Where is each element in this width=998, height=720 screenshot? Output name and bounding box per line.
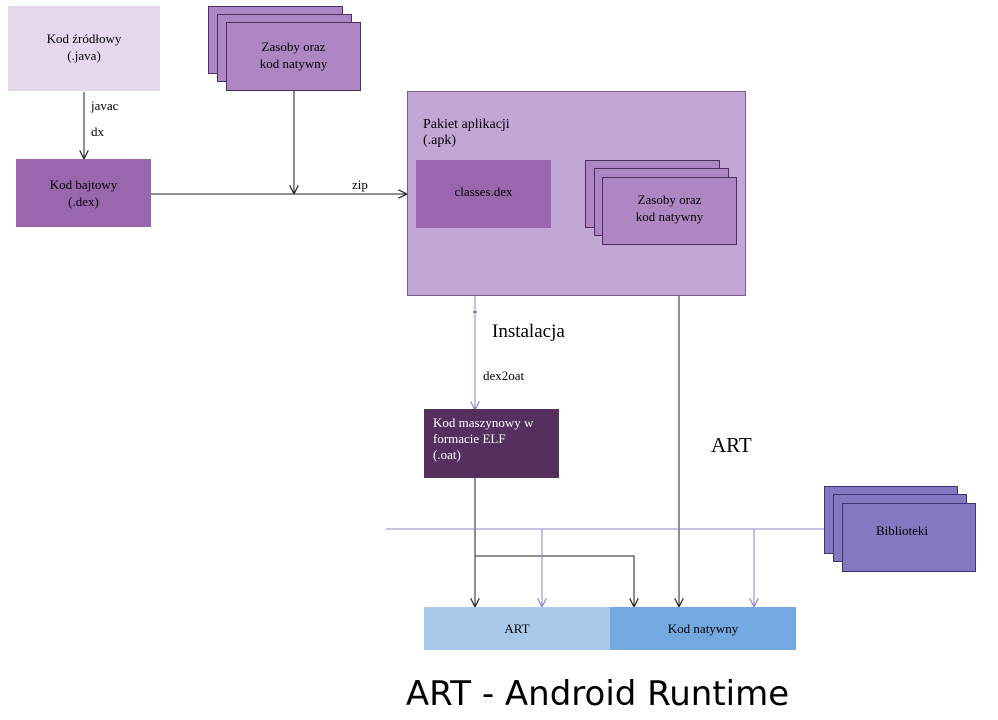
art-runtime-label: ART xyxy=(504,621,530,636)
resources-pkg-node xyxy=(602,177,737,245)
libraries-label: Biblioteki xyxy=(876,523,928,538)
edge-label-javac: javac xyxy=(91,98,119,113)
edge-label-dex2oat: dex2oat xyxy=(483,368,525,383)
native-code-label: Kod natywny xyxy=(667,621,739,636)
resources-top-label: Zasoby oraz kod natywny xyxy=(259,39,328,71)
resources-pkg-label: Zasoby oraz kod natywny xyxy=(635,192,704,224)
resources-top-node xyxy=(226,22,361,91)
application-package-label: Pakiet aplikacji (.apk) xyxy=(423,117,510,148)
edge-label-zip: zip xyxy=(352,177,368,192)
edge-label-installation: Instalacja xyxy=(492,321,565,342)
art-container-label: ART xyxy=(711,433,752,457)
diagram-title: ART - Android Runtime xyxy=(405,674,790,714)
classes-dex-label: classes.dex xyxy=(454,184,513,199)
source-code-label: Kod źródłowy (.java) xyxy=(46,31,122,63)
bytecode-label: Kod bajtowy (.dex) xyxy=(49,177,118,209)
libraries-node xyxy=(842,503,976,572)
classes-dex-node xyxy=(416,160,551,228)
oat-label: Kod maszynowy w formacie ELF (.oat) xyxy=(433,415,534,462)
oat-node xyxy=(424,409,559,478)
art-runtime-node xyxy=(424,607,610,650)
edge-oat-to-native xyxy=(475,555,634,606)
edge-label-dx: dx xyxy=(91,124,104,139)
native-code-node xyxy=(610,607,796,650)
bytecode-node xyxy=(16,159,151,227)
source-code-node xyxy=(8,6,160,91)
